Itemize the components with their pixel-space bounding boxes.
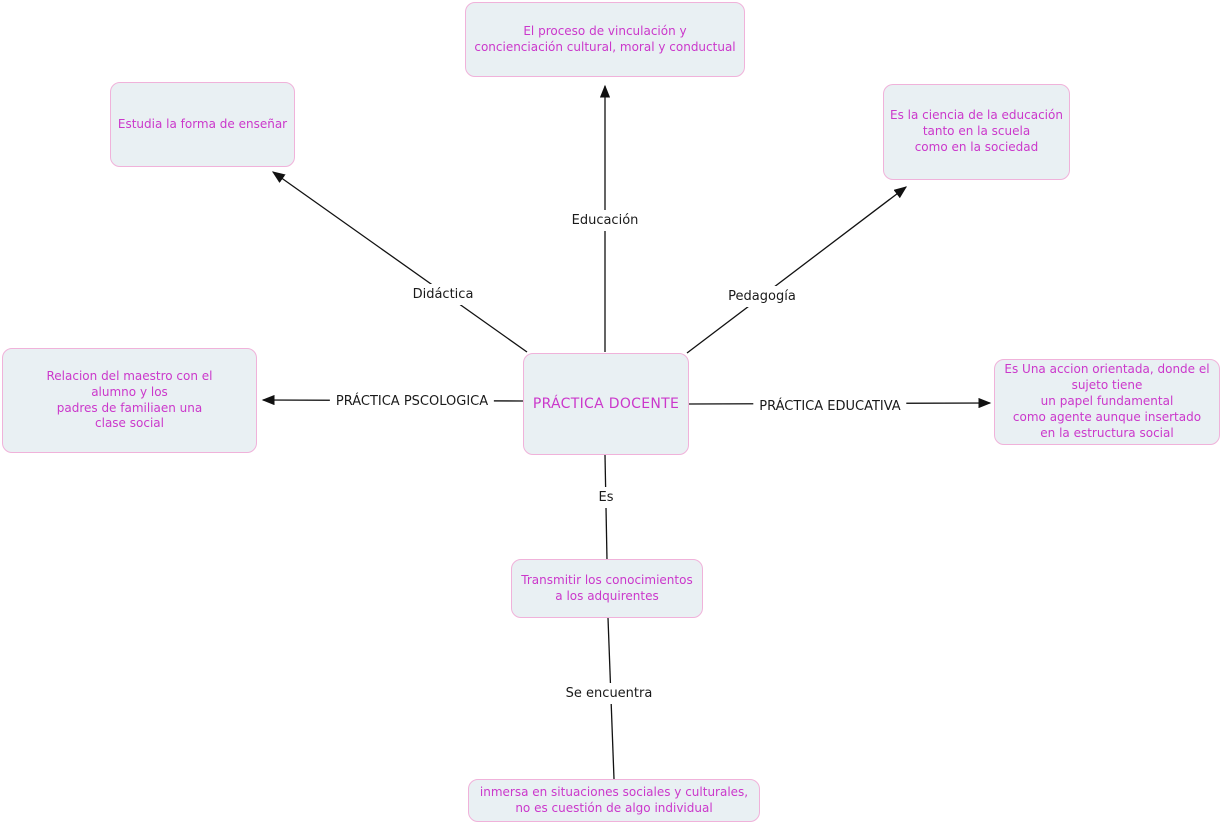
- edge-label-es[interactable]: Es: [592, 487, 620, 508]
- node-relacion-maestro[interactable]: Relacion del maestro con el alumno y los…: [2, 348, 257, 453]
- node-practica-docente-text: PRÁCTICA DOCENTE: [532, 395, 680, 412]
- node-accion-orientada[interactable]: Es Una accion orientada, donde el sujeto…: [994, 359, 1220, 445]
- node-ciencia-educacion-text: Es la ciencia de la educación tanto en l…: [890, 108, 1063, 154]
- edge-label-se-encuentra[interactable]: Se encuentra: [559, 683, 659, 704]
- node-ciencia-educacion[interactable]: Es la ciencia de la educación tanto en l…: [883, 84, 1070, 180]
- node-proceso-vinculacion-text: El proceso de vinculación y concienciaci…: [474, 23, 736, 54]
- node-relacion-maestro-text: Relacion del maestro con el alumno y los…: [46, 368, 213, 431]
- edge-label-practica-educativa[interactable]: PRÁCTICA EDUCATIVA: [753, 396, 907, 417]
- edge-label-practica-psicologica[interactable]: PRÁCTICA PSCOLOGICA: [329, 391, 495, 412]
- node-transmitir-conocimientos-text: Transmitir los conocimientos a los adqui…: [521, 572, 693, 603]
- connector-didactica: [271, 171, 528, 353]
- node-estudia-forma-ensenar[interactable]: Estudia la forma de enseñar: [110, 82, 295, 167]
- node-accion-orientada-text: Es Una accion orientada, donde el sujeto…: [1004, 362, 1210, 440]
- edge-label-educacion[interactable]: Educación: [565, 210, 645, 231]
- node-transmitir-conocimientos[interactable]: Transmitir los conocimientos a los adqui…: [511, 559, 703, 618]
- node-estudia-forma-ensenar-text: Estudia la forma de enseñar: [117, 116, 288, 131]
- node-practica-docente[interactable]: PRÁCTICA DOCENTE: [523, 353, 689, 455]
- connector-pedagogia: [686, 186, 908, 354]
- node-proceso-vinculacion[interactable]: El proceso de vinculación y concienciaci…: [465, 2, 745, 77]
- node-inmersa-situaciones-text: inmersa en situaciones sociales y cultur…: [479, 784, 749, 815]
- edge-label-didactica[interactable]: Didáctica: [406, 284, 480, 305]
- node-inmersa-situaciones[interactable]: inmersa en situaciones sociales y cultur…: [468, 779, 760, 822]
- edge-label-pedagogia[interactable]: Pedagogía: [722, 286, 802, 307]
